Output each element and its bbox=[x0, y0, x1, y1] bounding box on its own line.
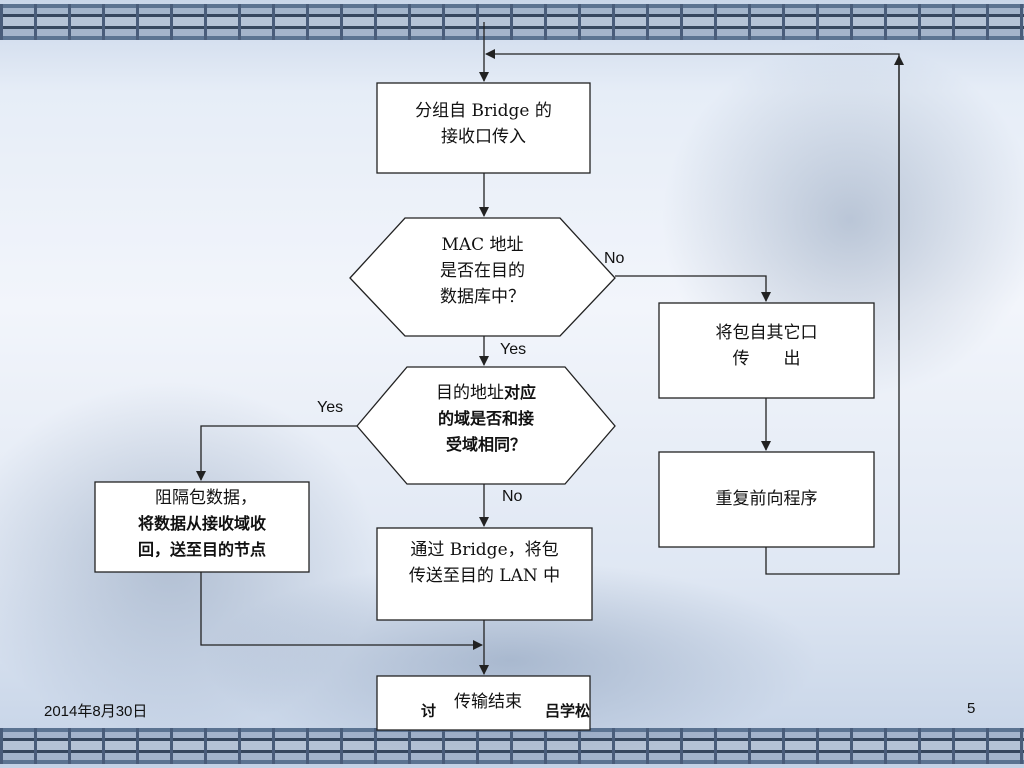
node-domain-check-line1-bold: 对应 bbox=[503, 383, 536, 402]
edge-label-mac-yes: Yes bbox=[500, 341, 527, 358]
edge-mac-no bbox=[615, 275, 771, 302]
node-via-bridge-label: 通过 Bridge，将包 传送至目的 LAN 中 bbox=[377, 537, 592, 589]
node-domain-check-line3: 受域相同？ bbox=[445, 435, 526, 454]
edge-label-domain-no: No bbox=[502, 488, 523, 505]
node-via-bridge-box bbox=[376, 527, 593, 621]
node-block-box bbox=[94, 481, 310, 573]
node-block-label: 阻隔包数据， 将数据从接收域收 回，送至目的节点 bbox=[95, 485, 309, 563]
node-domain-check-line2: 的域是否和接 bbox=[437, 409, 534, 428]
node-start-box bbox=[376, 82, 591, 174]
edge-domain-yes bbox=[196, 425, 357, 481]
footer-author-prefix: 讨 bbox=[421, 703, 437, 720]
footer-author: 吕学松 bbox=[545, 703, 591, 720]
footer-page-number: 5 bbox=[967, 700, 976, 717]
node-domain-check-diamond bbox=[356, 366, 616, 485]
node-forward-other-label: 将包自其它口 传 出 bbox=[659, 320, 874, 372]
edge-repeat-loop bbox=[485, 49, 900, 575]
node-domain-check-line1-plain: 目的地址 bbox=[435, 383, 504, 403]
node-via-bridge-line1: 通过 Bridge，将包 bbox=[410, 540, 559, 560]
node-forward-other-line2: 传 出 bbox=[732, 349, 801, 369]
node-start-label: 分组自 Bridge 的 接收口传入 bbox=[415, 101, 552, 147]
edge-label-mac-no: No bbox=[604, 250, 625, 267]
node-block-line2: 将数据从接收域收 bbox=[137, 514, 266, 533]
node-via-bridge-line2: 传送至目的 LAN 中 bbox=[408, 566, 561, 586]
node-end-label: 传输结束 bbox=[430, 689, 546, 715]
node-mac-check-label: MAC 地址 是否在目的 数据库中？ bbox=[440, 235, 525, 307]
node-domain-check-line1: 目的地址对应 bbox=[400, 380, 572, 406]
node-repeat-label: 重复前向程序 bbox=[715, 489, 818, 509]
node-domain-check-label: 目的地址对应 的域是否和接 受域相同？ bbox=[400, 380, 572, 458]
footer-date: 2014年8月30日 bbox=[44, 703, 148, 720]
decorative-fence-top bbox=[0, 4, 1024, 40]
edge-label-domain-yes: Yes bbox=[317, 399, 344, 416]
decorative-fence-bottom bbox=[0, 728, 1024, 764]
node-block-line3: 回，送至目的节点 bbox=[137, 540, 266, 559]
node-forward-other-line1: 将包自其它口 bbox=[715, 323, 818, 343]
edge-block-to-end bbox=[200, 572, 483, 650]
node-mac-check-diamond bbox=[349, 217, 616, 337]
node-block-line1: 阻隔包数据， bbox=[155, 488, 257, 508]
